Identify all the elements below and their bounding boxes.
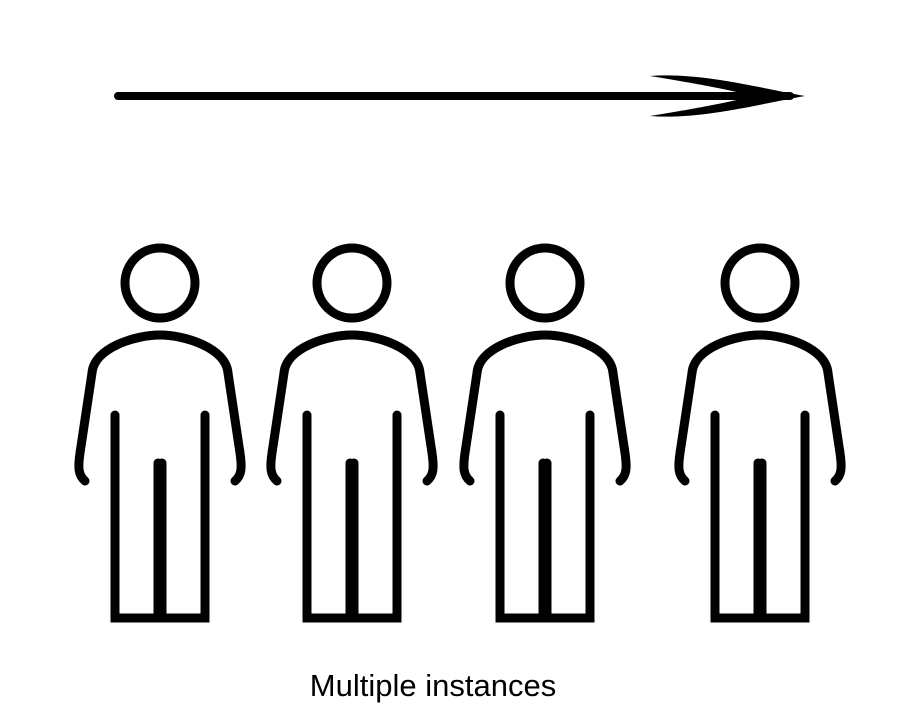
right-arrow-icon xyxy=(114,75,805,117)
person-icon xyxy=(464,248,626,618)
people-group xyxy=(79,248,841,618)
person-icon xyxy=(79,248,241,618)
person-icon xyxy=(679,248,841,618)
caption: Multiple instances xyxy=(309,668,557,703)
person-icon xyxy=(271,248,433,618)
